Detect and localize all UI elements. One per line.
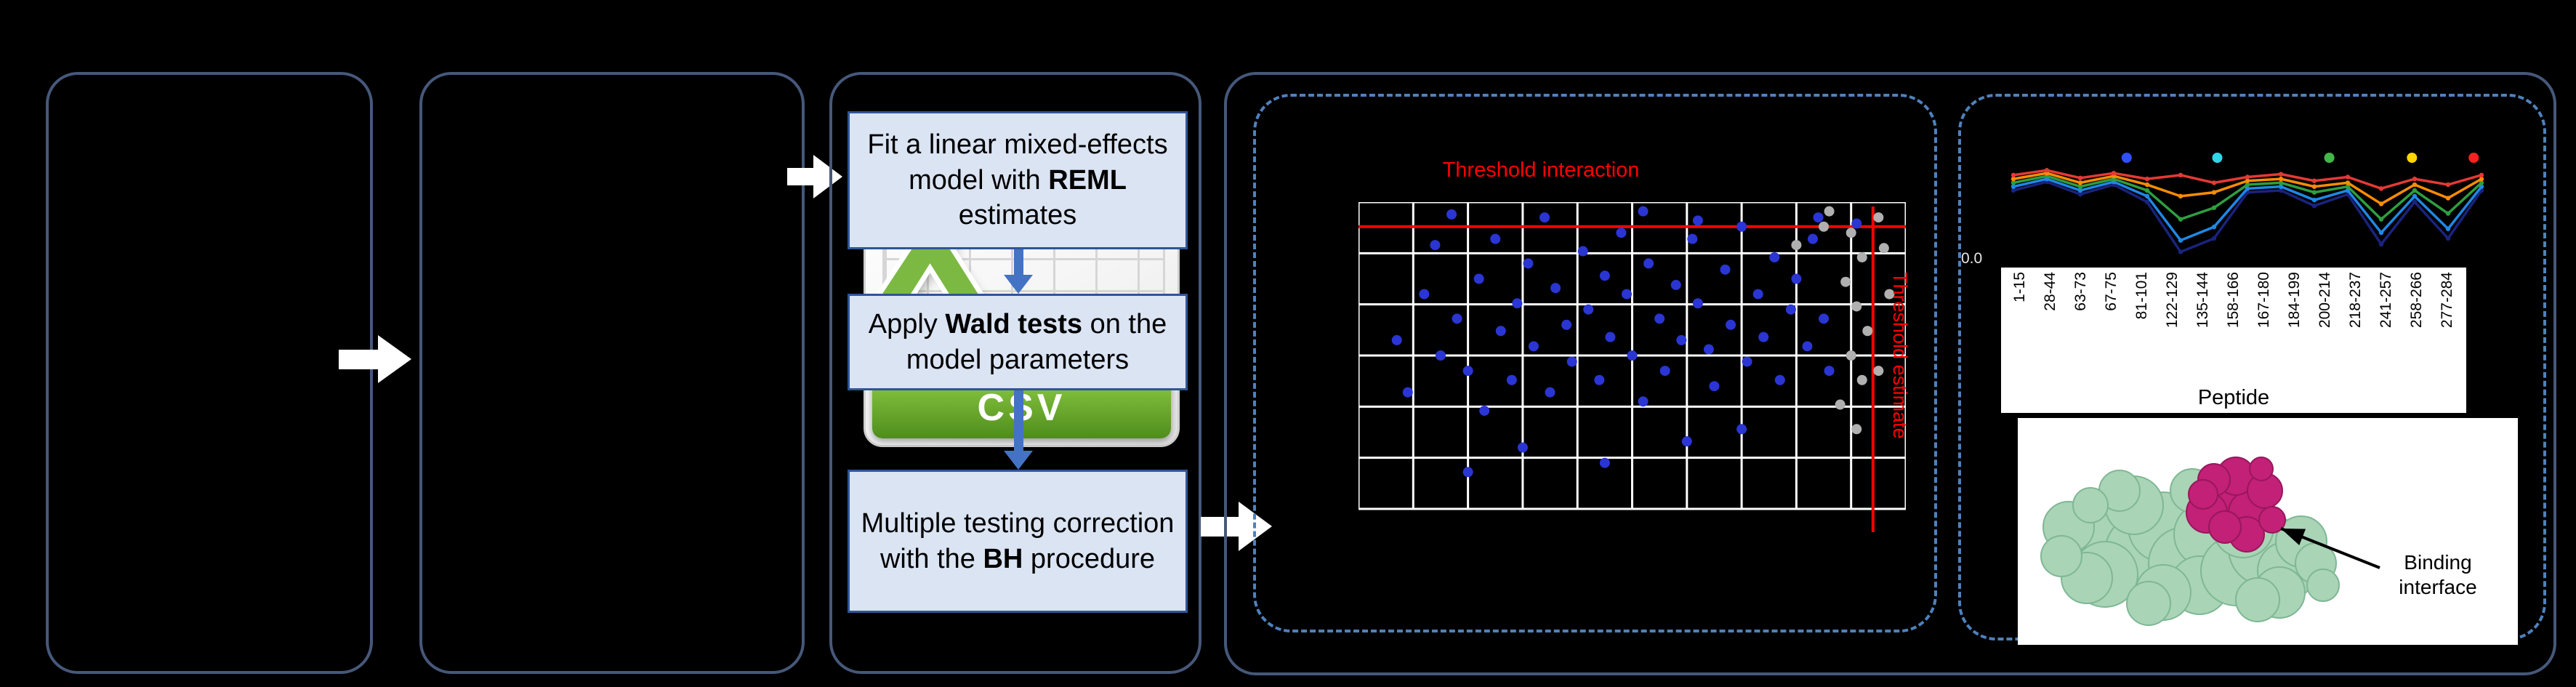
peptide-tick-label: 158-166 xyxy=(2225,272,2242,329)
flow-arrow-2 xyxy=(787,155,842,198)
peptide-tick-label: 28-44 xyxy=(2042,272,2058,311)
peptide-tick-label: 184-199 xyxy=(2286,272,2303,329)
arrow-head xyxy=(378,335,411,383)
peptide-tick-label: 63-73 xyxy=(2072,272,2089,311)
peptide-tick-label: 277-284 xyxy=(2439,272,2455,329)
peptide-tick-label: 1-15 xyxy=(2011,272,2028,303)
arrow-head xyxy=(813,155,842,198)
peptide-tick-label: 67-75 xyxy=(2103,272,2120,311)
blue-points xyxy=(1391,206,1862,478)
step-box-reml: Fit a linear mixed-effects model with RE… xyxy=(848,111,1188,249)
step-box-wald: Apply Wald tests on the model parameters xyxy=(848,294,1188,390)
peptide-tick-label: 135-144 xyxy=(2194,272,2211,329)
arrow-shaft xyxy=(1013,249,1023,275)
arrow-shaft xyxy=(1201,516,1239,537)
step-text: Multiple testing correction with the BH … xyxy=(861,507,1175,574)
volcano-scatter-plot xyxy=(1359,202,1906,532)
volcano-subpanel xyxy=(1253,94,1937,632)
protein-structure-box: Binding interface xyxy=(2018,418,2518,645)
down-arrow-1 xyxy=(1004,249,1033,294)
peptide-tick-label: 241-257 xyxy=(2378,272,2394,329)
panel-csv: X CSV xyxy=(419,72,1180,674)
series-green xyxy=(2011,173,2484,222)
series-orange xyxy=(2011,171,2484,206)
peptide-axis-title: Peptide xyxy=(2197,386,2270,409)
series-red xyxy=(2011,168,2484,191)
arrow-shaft xyxy=(339,349,378,369)
y-axis-zero-tick: 0.0 xyxy=(1961,250,1983,267)
peptide-tick-label: 167-180 xyxy=(2255,272,2272,329)
deuterium-uptake-chart xyxy=(2011,153,2484,254)
peptide-tick-label: 200-214 xyxy=(2317,272,2333,329)
peptide-tick-label: 258-266 xyxy=(2408,272,2425,329)
panel-input-data xyxy=(46,72,373,674)
peptide-tick-label: 218-237 xyxy=(2347,272,2364,329)
panel-results xyxy=(1224,72,2556,675)
peptide-tick-label: 81-101 xyxy=(2133,272,2150,320)
arrow-head xyxy=(1004,275,1033,294)
threshold-interaction-label: Threshold interaction xyxy=(1442,158,1640,182)
threshold-estimate-label: Threshold estimate xyxy=(1889,272,1911,439)
legend-dots xyxy=(2121,153,2479,163)
step-text: Fit a linear mixed-effects model with RE… xyxy=(867,129,1168,231)
binding-interface-label: Binding interface xyxy=(2399,551,2477,598)
binding-interface-region xyxy=(2186,457,2286,553)
arrow-shaft xyxy=(787,168,813,185)
peptide-axis-box: 1-15 28-44 63-73 67-75 81-101 122-129 135-144 1… xyxy=(2001,268,2466,413)
down-arrow-2 xyxy=(1004,390,1033,470)
protein-structure xyxy=(2040,457,2380,626)
peptide-tick-label: 122-129 xyxy=(2164,272,2181,329)
panel-stats-workflow: Fit a linear mixed-effects model with RE… xyxy=(829,72,1202,674)
series-navy xyxy=(2011,179,2484,254)
threshold-lines xyxy=(1359,206,1906,532)
flow-arrow-1 xyxy=(339,335,411,383)
step-text: Apply Wald tests on the model parameters xyxy=(868,308,1167,375)
arrow-shaft xyxy=(1013,390,1023,451)
gray-points xyxy=(1791,206,1895,435)
binding-interface-arrow xyxy=(2280,527,2380,569)
step-box-bh: Multiple testing correction with the BH … xyxy=(848,470,1188,613)
arrow-head xyxy=(1004,451,1033,470)
